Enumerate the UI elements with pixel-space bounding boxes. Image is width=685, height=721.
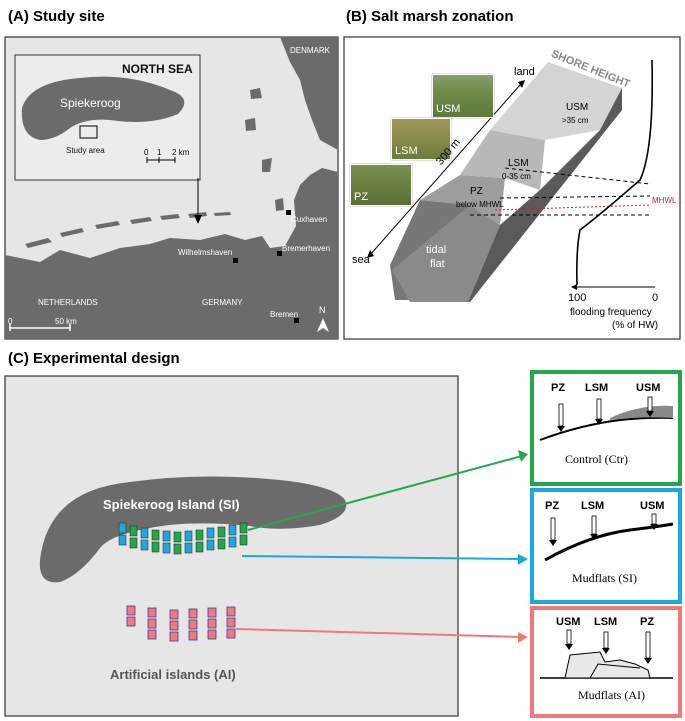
si-zone-usm: USM — [640, 500, 665, 512]
spiekeroog-inset-shape — [21, 76, 185, 140]
usm-zone-label: USM — [566, 102, 589, 113]
cuxhaven-dot — [286, 210, 291, 215]
denmark-shape — [280, 37, 338, 150]
tidal-flat-label-2: flat — [430, 258, 445, 270]
bremerhaven-dot — [277, 251, 282, 256]
mainland-shape — [5, 168, 338, 339]
study-area-label: Study area — [66, 146, 105, 155]
inset-scale-2: 2 km — [172, 148, 190, 157]
lsm-height-label: 0-35 cm — [502, 172, 531, 181]
control-zone-lsm: LSM — [585, 382, 609, 394]
netherlands-label: NETHERLANDS — [38, 298, 98, 307]
photo-usm: USM — [432, 74, 494, 118]
inset-scale-1: 1 — [157, 148, 162, 157]
photo-lsm: LSM — [391, 118, 451, 160]
tidal-flat-top — [392, 205, 500, 302]
panel-b-title: (B) Salt marsh zonation — [346, 8, 514, 25]
control-zone-pz: PZ — [551, 382, 566, 394]
north-arrow-icon — [317, 318, 329, 332]
mhwl-label: MHWL — [652, 196, 677, 205]
lsm-zone — [460, 130, 545, 190]
wilhelmshaven-label: Wilhelmshaven — [178, 248, 233, 257]
spiekeroog-island-shape — [39, 476, 347, 583]
panel-a-title: (A) Study site — [8, 8, 105, 25]
artificial-islands-label: Artificial islands (AI) — [110, 667, 236, 682]
si-box — [530, 488, 682, 604]
denmark-label: DENMARK — [290, 46, 331, 55]
sea-label: sea — [352, 254, 370, 266]
wilhelmshaven-dot — [233, 258, 238, 263]
photo-pz-label: PZ — [354, 191, 369, 203]
photo-pz: PZ — [350, 164, 412, 206]
block-side — [468, 88, 622, 302]
control-box — [530, 370, 682, 486]
si-zone-lsm: LSM — [581, 500, 605, 512]
spiekeroog-label: Spiekeroog — [60, 96, 121, 110]
bremerhaven-label: Bremerhaven — [282, 244, 331, 253]
ai-zone-pz: PZ — [640, 616, 655, 628]
pz-zone-label: PZ — [470, 186, 483, 197]
si-plot-markers — [118, 522, 248, 555]
usm-height-label: >35 cm — [562, 116, 589, 125]
ai-plot-markers — [126, 605, 236, 642]
photo-usm-label: USM — [436, 103, 461, 115]
axis-min-label: 0 — [652, 292, 659, 304]
usm-zone — [490, 62, 622, 140]
germany-label: GERMANY — [202, 298, 243, 307]
bremen-label: Bremen — [270, 310, 299, 319]
control-caption: Control (Ctr) — [565, 452, 628, 466]
ai-zone-usm: USM — [556, 616, 581, 628]
north-sea-label: NORTH SEA — [122, 62, 193, 76]
inset-scale-0: 0 — [144, 148, 149, 157]
si-zone-pz: PZ — [545, 500, 560, 512]
axis-max-label: 100 — [568, 292, 587, 304]
bremen-dot — [294, 318, 299, 323]
land-label: land — [514, 66, 535, 78]
axis-label-line1: flooding frequency — [570, 307, 652, 318]
si-caption: Mudflats (SI) — [572, 571, 637, 585]
pz-height-label: below MHWL — [456, 200, 504, 209]
spiekeroog-island-label: Spiekeroog Island (SI) — [103, 497, 240, 512]
ai-caption: Mudflats (AI) — [578, 688, 645, 702]
scale-label-0: 0 — [8, 317, 13, 326]
pz-zone — [420, 175, 505, 225]
north-label: N — [319, 305, 326, 315]
axis-label-line2: (% of HW) — [612, 320, 659, 331]
panel-c-title: (C) Experimental design — [8, 350, 180, 367]
flooding-frequency-curve — [576, 59, 654, 286]
control-zone-usm: USM — [636, 382, 661, 394]
ai-zone-lsm: LSM — [594, 616, 618, 628]
tidal-flat-label-1: tidal — [426, 244, 447, 256]
photo-lsm-label: LSM — [395, 145, 418, 157]
lsm-zone-label: LSM — [508, 158, 529, 169]
cuxhaven-label: Cuxhaven — [291, 215, 328, 224]
scale-label-50: 50 km — [55, 317, 77, 326]
